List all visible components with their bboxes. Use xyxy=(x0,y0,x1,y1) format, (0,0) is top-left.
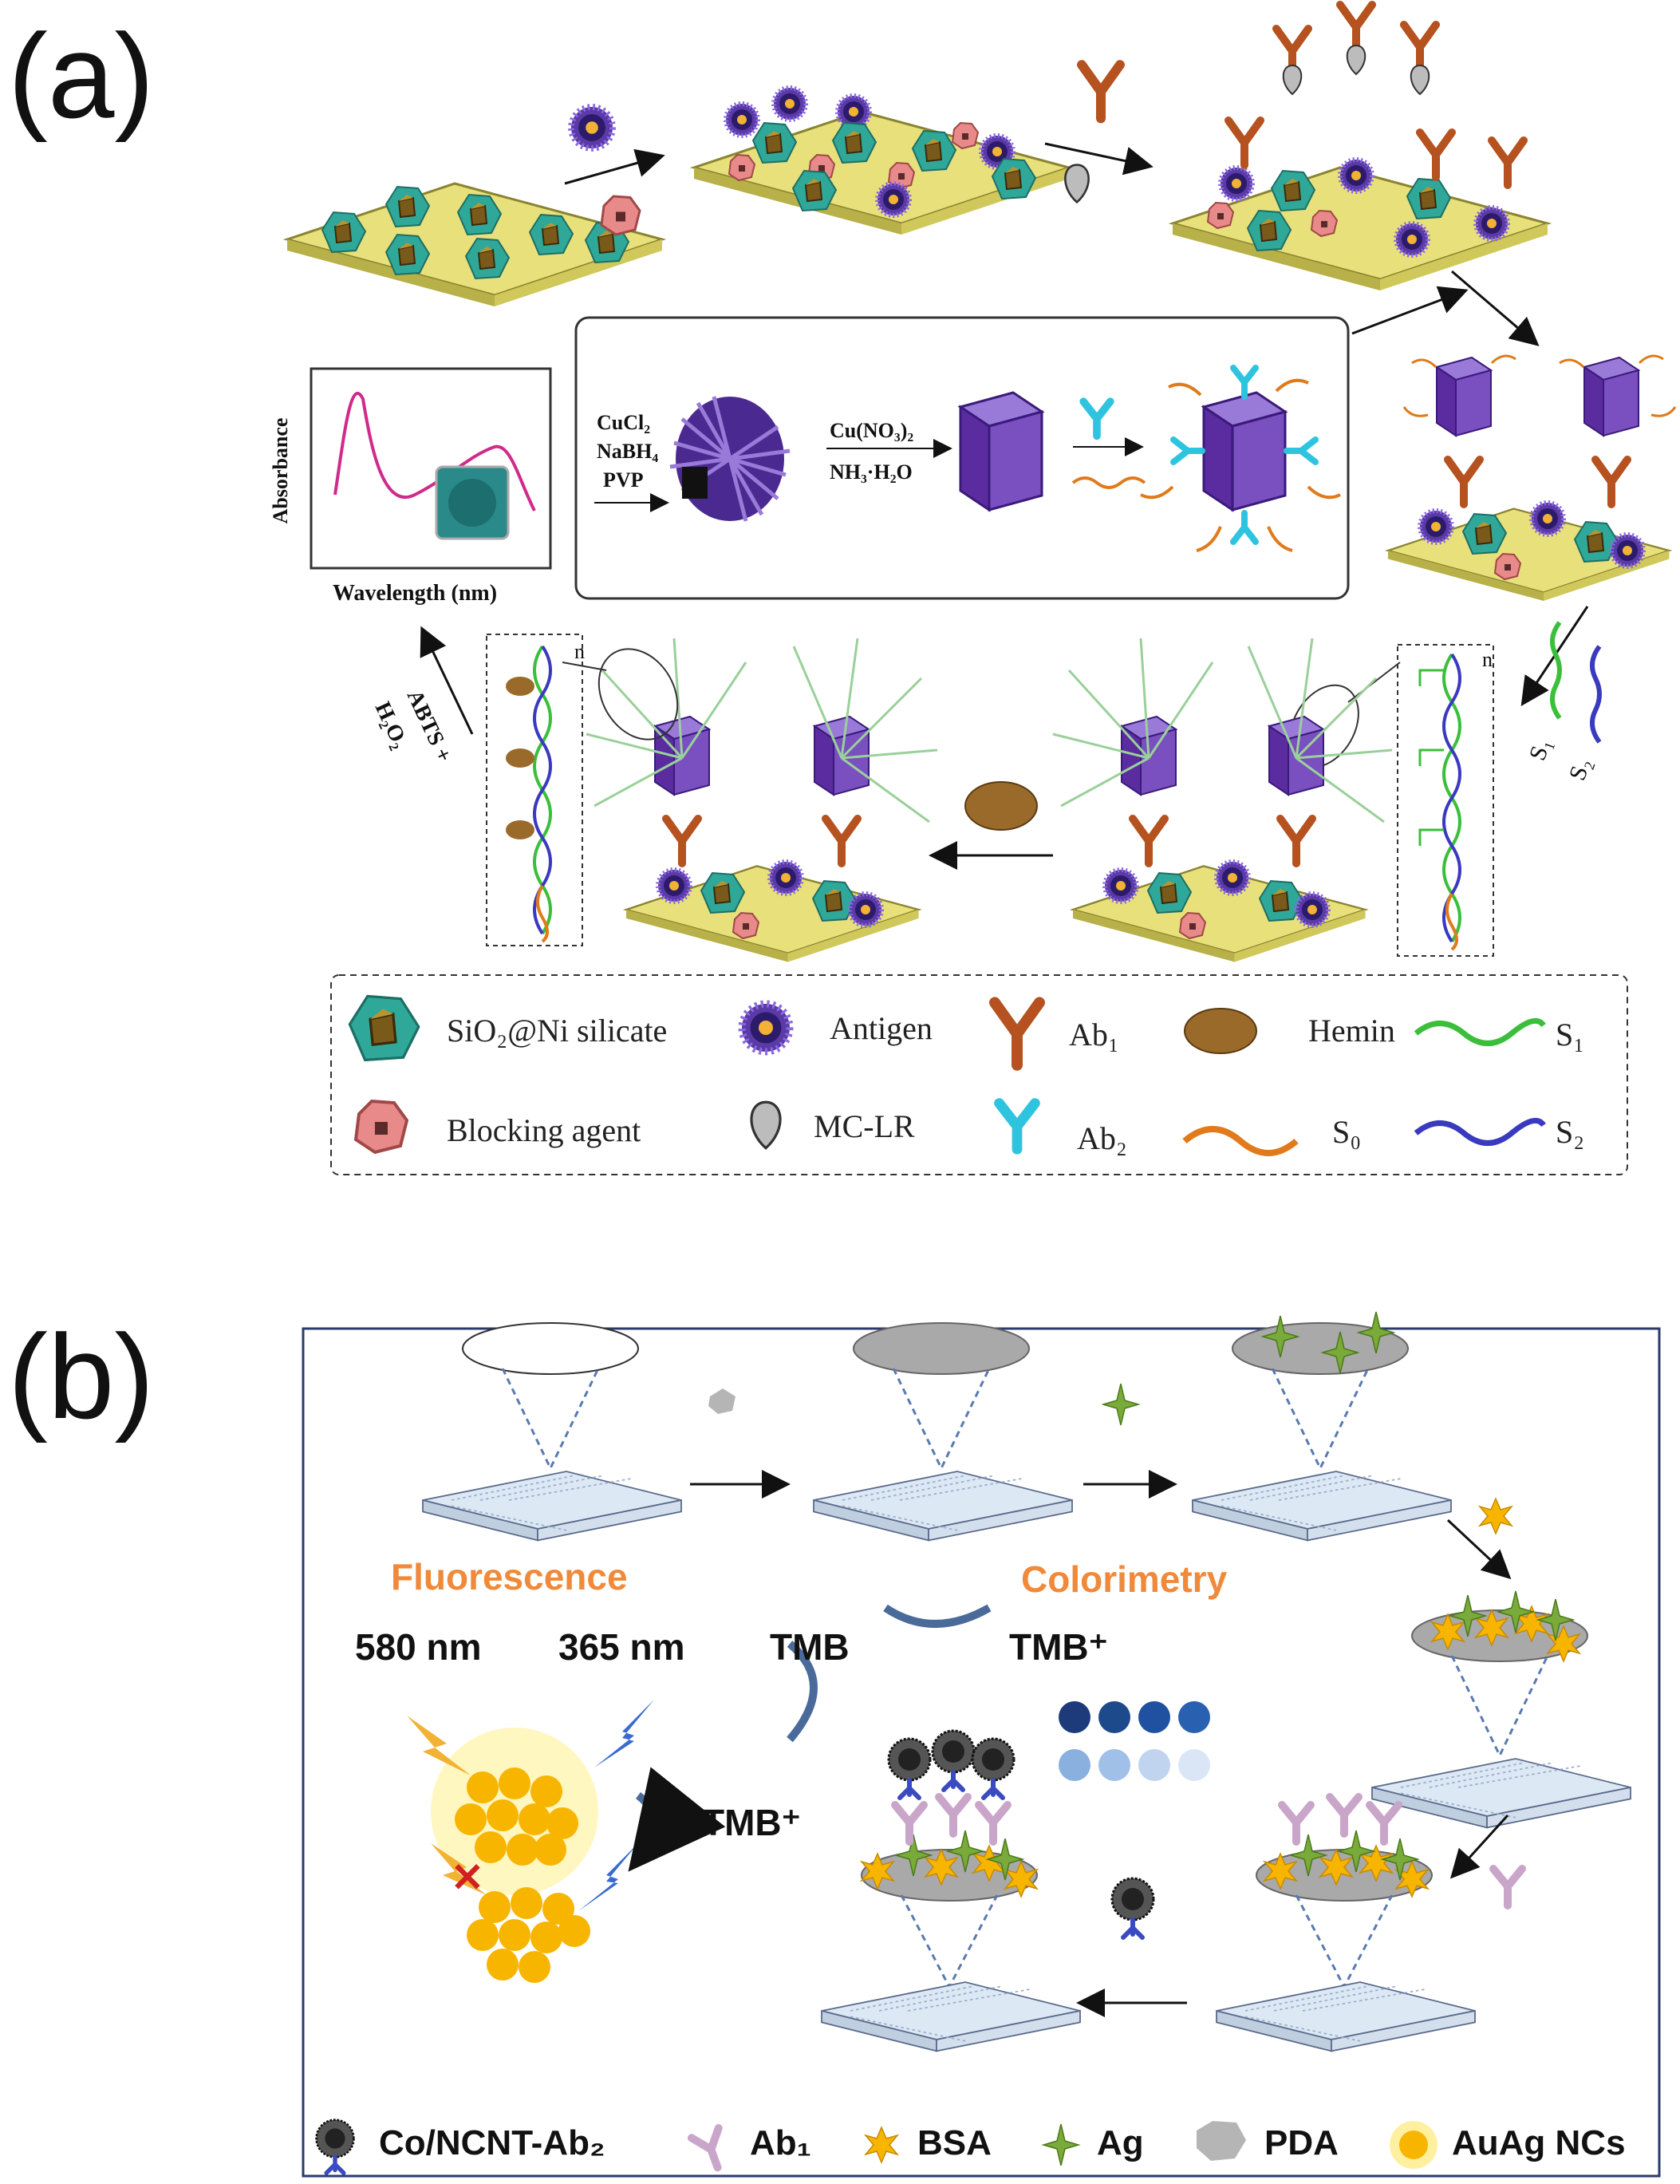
s1-label: S₁ xyxy=(1524,735,1556,764)
chip-step-3 xyxy=(1192,1311,1452,1542)
label-tmb-plus-top: TMB⁺ xyxy=(1009,1626,1108,1668)
legend-co-ncnt: Co/NCNT-Ab₂ xyxy=(379,2123,605,2162)
reagent-cuno3: Cu(NO₃)₂ xyxy=(830,419,913,442)
legend-s1: S₁ xyxy=(1556,1017,1584,1053)
legend-s2: S₂ xyxy=(1556,1114,1584,1150)
reagent-nh3: NH₃·H₂O xyxy=(830,460,913,484)
plate-hemin-bound xyxy=(586,638,938,963)
cu-nanoflower xyxy=(669,396,791,522)
plate-dna-bound xyxy=(1052,638,1393,963)
h2o2-label: H₂O₂ xyxy=(370,698,413,752)
abts-label: ABTS + xyxy=(402,686,457,766)
spectrum-xlabel: Wavelength (nm) xyxy=(333,581,497,606)
label-tmb-plus-left: TMB⁺ xyxy=(702,1802,801,1843)
dna-box-left: n xyxy=(486,634,585,946)
plate-silicate-only xyxy=(286,182,664,308)
legend-ab1: Ab₁ xyxy=(1069,1017,1119,1053)
s2-label: S₂ xyxy=(1564,755,1596,784)
legend-blocking: Blocking agent xyxy=(447,1112,641,1148)
legend-antigen: Antigen xyxy=(830,1010,933,1046)
color-dots xyxy=(1059,1701,1210,1781)
legend-ab2: Ab₂ xyxy=(1077,1120,1127,1156)
label-tmb: TMB xyxy=(770,1626,850,1668)
reagent-cucl2: CuCl₂ xyxy=(597,411,650,434)
legend-s0: S₀ xyxy=(1332,1114,1361,1150)
dna-box-right: n xyxy=(1397,644,1494,957)
legend-ag: Ag xyxy=(1097,2123,1144,2162)
panel-a-label: (a) xyxy=(8,9,155,143)
legend-pda: PDA xyxy=(1264,2123,1339,2162)
plate-antigen-blocked xyxy=(692,88,1071,236)
legend-a: SiO₂@Ni silicate Antigen Ab₁ Hemin S₁ Bl… xyxy=(330,974,1628,1175)
panel-b-label: (b) xyxy=(8,1309,155,1443)
label-580nm: 580 nm xyxy=(355,1626,482,1668)
chip-step-4 xyxy=(1371,1590,1631,1829)
reagent-nabh4: NaBH₄ xyxy=(597,440,658,463)
legend-mclr: MC-LR xyxy=(814,1108,915,1144)
legend-auag: AuAg NCs xyxy=(1452,2123,1626,2162)
svg-text:✕: ✕ xyxy=(451,1855,484,1900)
labeled-cube xyxy=(1140,368,1341,552)
arrow-add-ab1-mclr xyxy=(1044,65,1154,203)
n-label-right: n xyxy=(1482,648,1493,671)
plate-sandwich xyxy=(1386,354,1677,602)
chip-step-2 xyxy=(813,1322,1073,1542)
synthesis-box: CuCl₂ NaBH₄ PVP Cu(NO₃)₂ NH₃·H₂O xyxy=(574,316,1350,600)
colorimetry-title: Colorimetry xyxy=(1021,1558,1228,1600)
fluorescence-scheme: ✕ xyxy=(407,1700,726,1983)
chip-step-1 xyxy=(422,1322,682,1542)
n-label-left: n xyxy=(574,640,585,663)
absorbance-spectrum: Absorbance Wavelength (nm) xyxy=(269,367,552,606)
legend-sio2: SiO₂@Ni silicate xyxy=(447,1013,667,1049)
chip-step-6 xyxy=(821,1731,1081,2052)
legend-bsa: BSA xyxy=(917,2123,992,2162)
arrow-add-antigen-blocker xyxy=(564,107,665,236)
legend-b: Co/NCNT-Ab₂ Ab₁ BSA Ag PDA AuAg NCs xyxy=(317,2120,1626,2174)
chip-step-5 xyxy=(1216,1797,1476,2052)
fluorescence-title: Fluorescence xyxy=(391,1556,628,1598)
reagent-pvp: PVP xyxy=(603,468,644,492)
label-365nm: 365 nm xyxy=(558,1626,685,1668)
legend-hemin: Hemin xyxy=(1308,1013,1395,1049)
mof-cube xyxy=(959,391,1043,511)
spectrum-ylabel: Absorbance xyxy=(269,418,292,524)
legend-ab1-b: Ab₁ xyxy=(750,2123,811,2162)
plate-ab1-bound xyxy=(1171,5,1549,292)
